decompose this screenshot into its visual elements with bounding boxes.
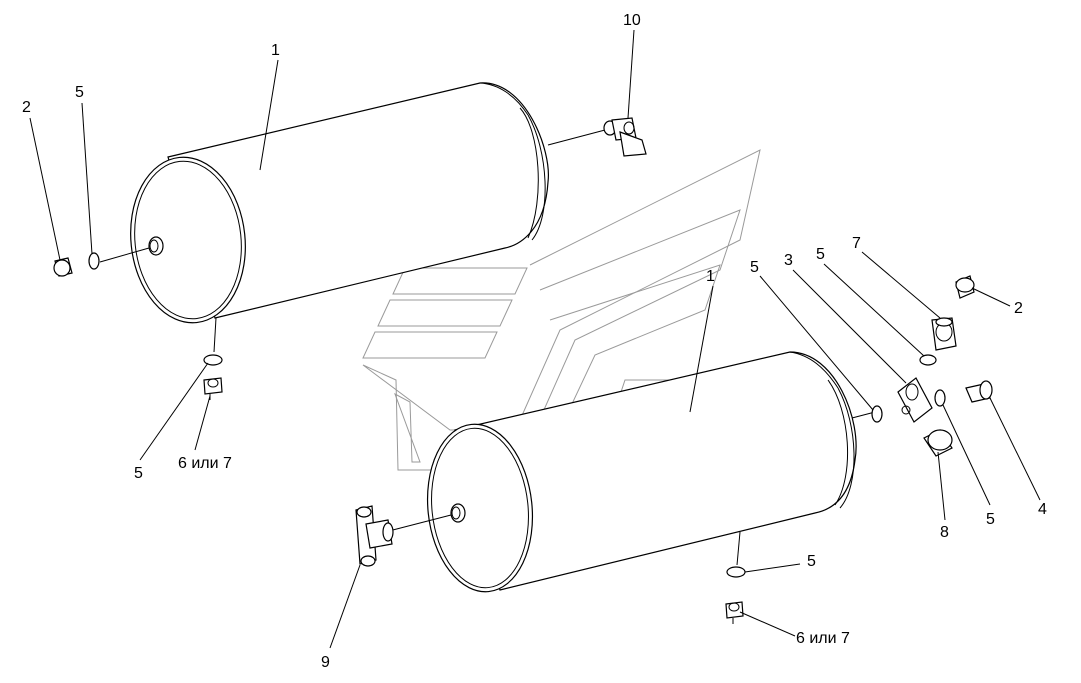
- label-5-right-b: 5: [986, 511, 995, 528]
- label-8: 8: [940, 524, 949, 541]
- label-1-lower: 1: [706, 268, 715, 285]
- label-2-upper-left: 2: [22, 99, 31, 116]
- label-5-upper-bottom: 5: [134, 465, 143, 482]
- label-5-right-a: 5: [750, 259, 759, 276]
- o-ring-5-upper-bottom: [203, 354, 223, 366]
- label-6-or-7-upper: 6 или 7: [178, 455, 232, 472]
- cap-8: [923, 429, 953, 457]
- plug-2-right: [955, 275, 975, 299]
- label-10: 10: [623, 12, 641, 29]
- label-3: 3: [784, 252, 793, 269]
- o-ring-5-lower-bottom: [726, 566, 746, 578]
- drain-valve-lower: [725, 601, 744, 624]
- plug-2-upper: [53, 257, 73, 277]
- upper-air-receiver: [99, 82, 606, 353]
- label-4: 4: [1038, 501, 1047, 518]
- drain-valve-upper: [203, 377, 223, 400]
- label-5-right-c: 5: [816, 246, 825, 263]
- label-7: 7: [852, 235, 861, 252]
- o-ring-5-right-a: [871, 405, 883, 423]
- label-1-upper: 1: [271, 42, 280, 59]
- o-ring-5-upper-left: [88, 252, 100, 270]
- plug-4: [965, 380, 993, 403]
- angle-fitting-10: [603, 117, 647, 157]
- o-ring-5-right-b: [934, 389, 946, 407]
- label-5-lower-bottom: 5: [807, 553, 816, 570]
- valve-7: [931, 317, 957, 351]
- callout-labels: 1 2 5 10 5 6 или 7 1 5 3 5 7 2 4 5 8 5 6…: [22, 12, 1047, 671]
- valve-body-3: [897, 377, 933, 423]
- tee-fitting-9: [355, 505, 394, 567]
- label-5-upper-left: 5: [75, 84, 84, 101]
- label-2-right: 2: [1014, 300, 1023, 317]
- lower-air-receiver: [384, 351, 876, 593]
- o-ring-5-right-c: [919, 354, 937, 366]
- label-6-or-7-lower: 6 или 7: [796, 630, 850, 647]
- leader-lines: [29, 29, 1041, 649]
- label-9: 9: [321, 654, 330, 671]
